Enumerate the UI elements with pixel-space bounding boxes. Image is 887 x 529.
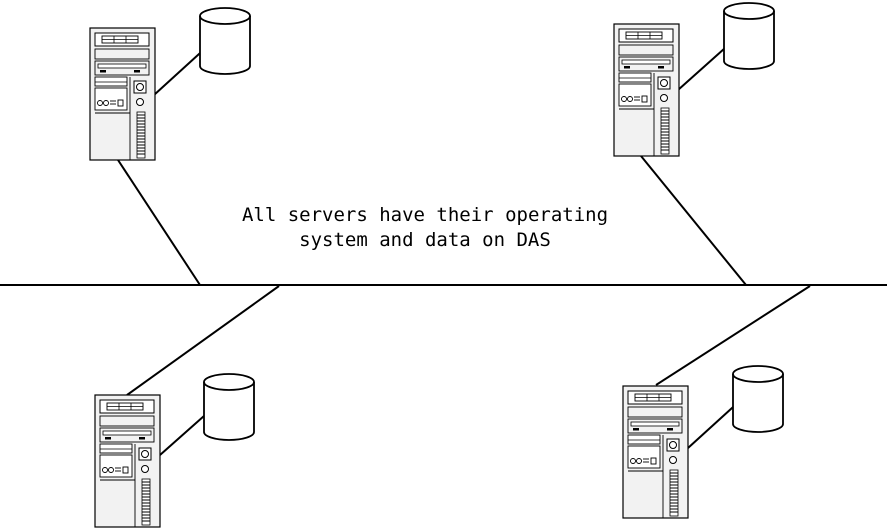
link-top-right	[640, 155, 747, 286]
server-top-right	[613, 23, 680, 157]
das-disk-top-right	[723, 2, 775, 70]
server-top-left	[89, 27, 156, 161]
link-top-left	[117, 159, 201, 286]
link-bottom-left	[126, 285, 280, 396]
das-disk-bottom-left	[203, 373, 255, 441]
link-bottom-right	[655, 285, 811, 386]
diagram-caption: All servers have their operating system …	[225, 203, 625, 253]
server-bottom-right	[622, 385, 689, 519]
caption-line-1: All servers have their operating	[241, 204, 609, 226]
das-disk-top-left	[199, 7, 251, 75]
server-bottom-left	[94, 394, 161, 528]
das-disk-bottom-right	[732, 365, 784, 433]
caption-line-2: system and data on DAS	[299, 229, 551, 251]
